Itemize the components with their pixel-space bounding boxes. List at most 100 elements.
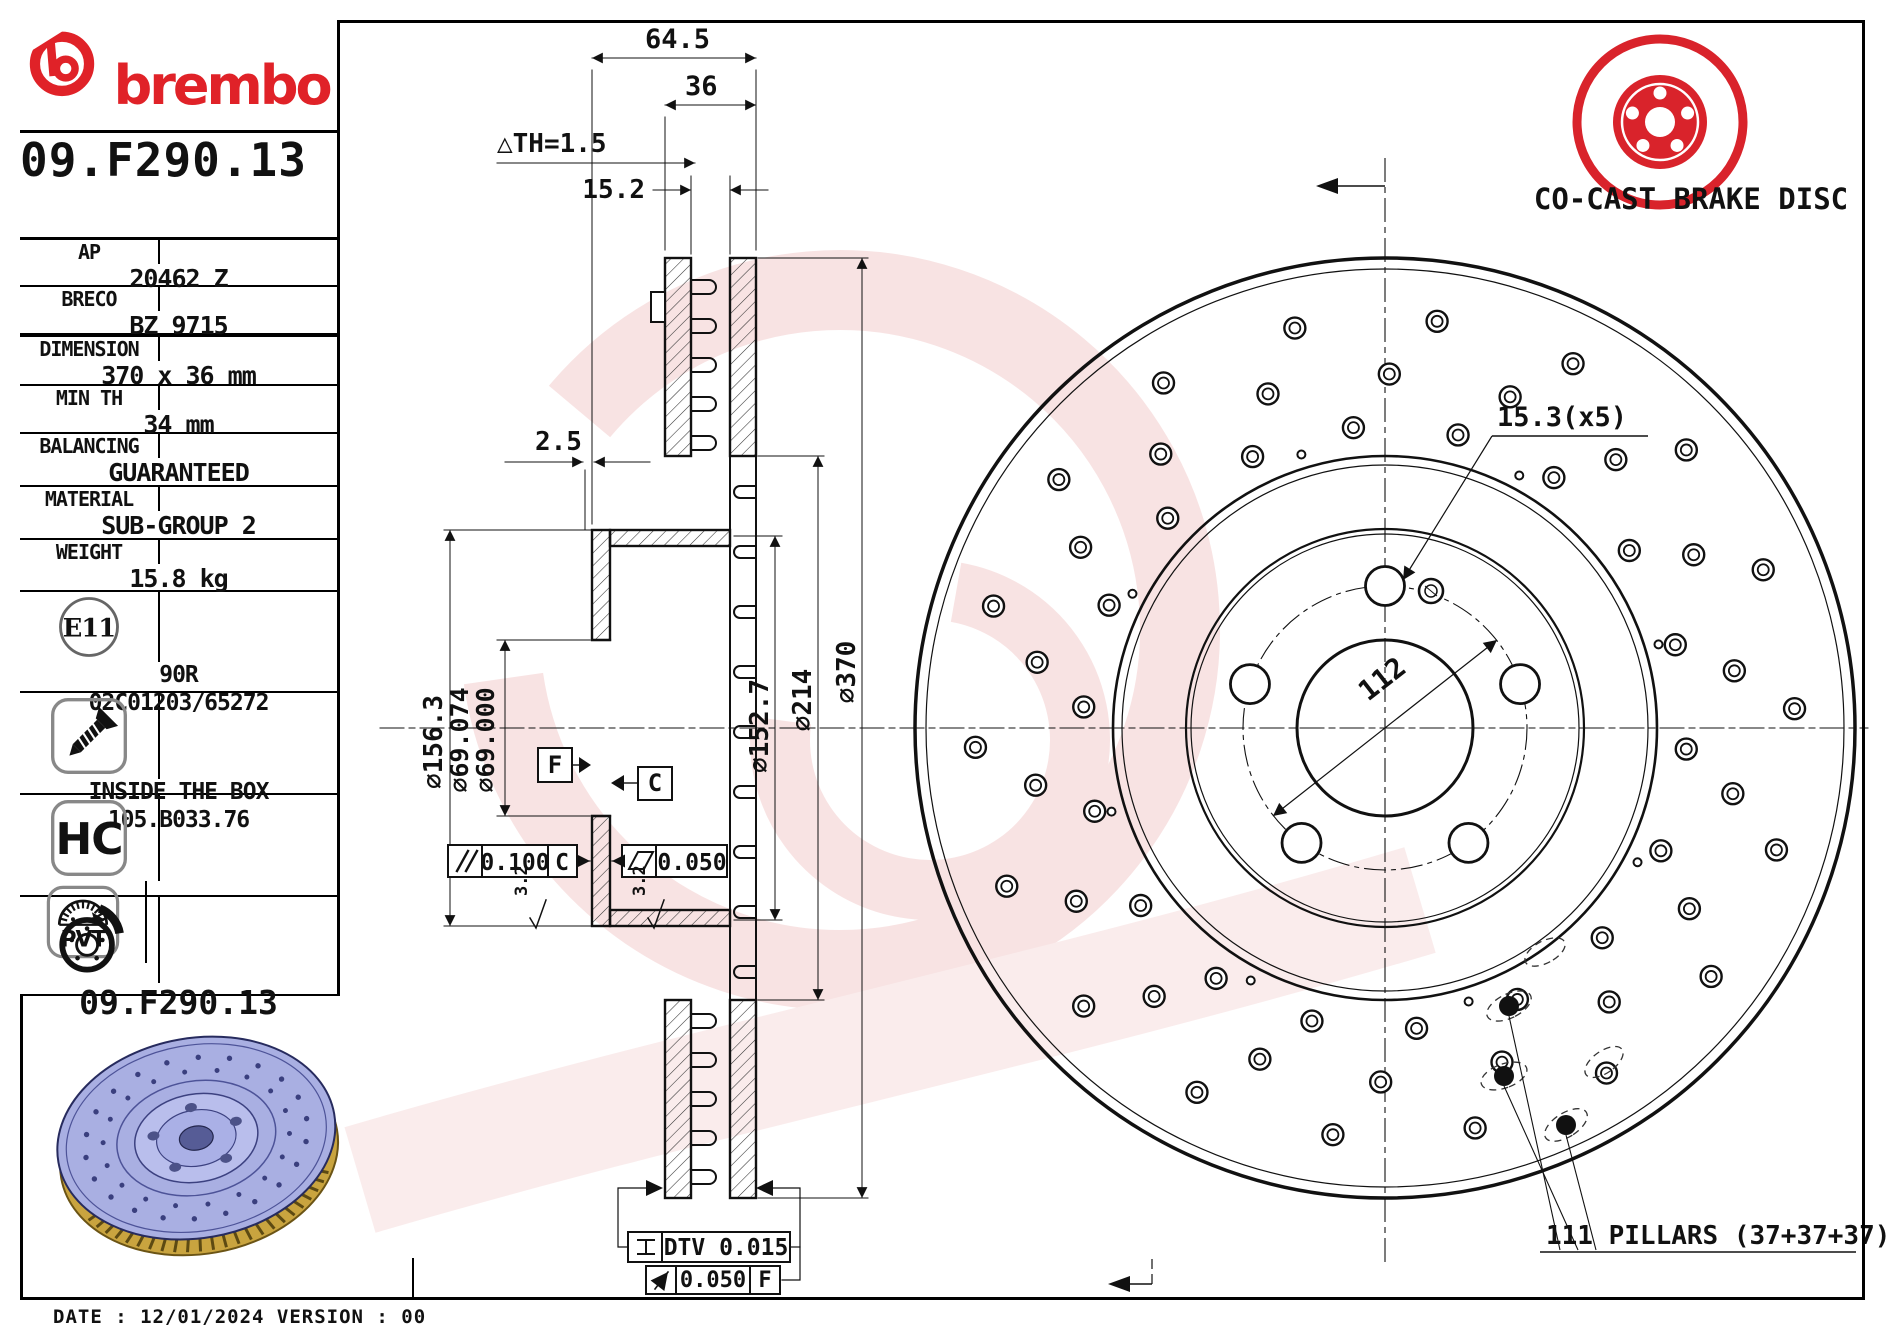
section-view: 64.5 36 △TH=1.5 15.2 2.5: [379, 24, 1869, 1295]
hc-badge-icon: HC: [51, 800, 127, 876]
photo-drill-holes: [83, 1054, 310, 1222]
runout-datum: F: [758, 1268, 771, 1293]
pillar-dots: [1494, 996, 1576, 1135]
spec-label: MIN TH: [20, 386, 160, 410]
wheel-bolt-holes: [1229, 565, 1541, 864]
runout-icon: [650, 1270, 670, 1292]
inside-box-title: INSIDE THE BOX: [88, 779, 270, 805]
dia-214-label: ⌀214: [788, 669, 818, 732]
dtv-runout-bracket: [617, 1180, 801, 1295]
dim-disc-width-label: 36: [685, 71, 718, 102]
dtv-icon: [637, 1239, 655, 1255]
pcd-dim-line: [1272, 639, 1498, 817]
dia-hat-label: ⌀156.3: [419, 695, 449, 789]
pillar-leaders: [1503, 1015, 1597, 1251]
dim-36: [664, 99, 757, 251]
dim-15-2-label: 15.2: [582, 175, 645, 205]
min-th-label: △TH=1.5: [497, 129, 607, 159]
e11-badge-label: E11: [63, 614, 115, 644]
dia-152-7-label: ⌀152.7: [745, 679, 775, 773]
spec-label: BALANCING: [20, 434, 160, 458]
finish-right-label: 3.2: [630, 865, 650, 896]
cocast-interface: [729, 455, 757, 1001]
brembo-logo-icon: [27, 20, 95, 97]
pcd-label: 112: [1352, 650, 1412, 707]
date-version: DATE : 12/01/2024 VERSION : 00: [53, 1306, 427, 1328]
spec-row: DIMENSION 370 x 36 mm: [20, 337, 337, 390]
spec-value: 370 x 36 mm: [101, 361, 257, 390]
hat-section: [590, 528, 732, 928]
screw-icon: [51, 698, 127, 774]
spec-label: MATERIAL: [20, 487, 160, 511]
parallelism-icon: [455, 849, 479, 873]
datum-f-label: F: [548, 751, 562, 779]
set-screw-hole: [1417, 577, 1445, 605]
ring-tab: [650, 291, 666, 323]
part-number-row: 09.F290.13: [20, 133, 337, 240]
badges-row: HC PVT: [20, 795, 337, 963]
spec-label: DIMENSION: [20, 337, 160, 361]
disc-caliper-icon: [59, 904, 124, 973]
product-photo: [56, 1035, 340, 1257]
finish-mark-right: [646, 899, 665, 930]
inside-box-code: 105.B033.76: [107, 806, 250, 833]
parallelism-datum: C: [555, 850, 569, 876]
e-mark-row: E11 90R 02C01203/65272: [20, 592, 337, 716]
flatness-icon: [627, 851, 655, 870]
e11-badge-icon: E11: [59, 597, 119, 657]
spec-value: 34 mm: [143, 410, 214, 439]
parallelism-value: 0.100: [480, 850, 549, 876]
drilled-holes: [963, 309, 1807, 1147]
spec-row: WEIGHT 15.8 kg: [20, 540, 337, 593]
spec-value: SUB-GROUP 2: [101, 511, 257, 540]
friction-rings: [663, 256, 758, 1200]
vane-hooks: [690, 279, 717, 451]
brand-header: brembo: [20, 20, 337, 133]
pillars-label: 111 PILLARS (37+37+37): [1546, 1221, 1890, 1251]
bolt-hole-label: 15.3(x5): [1497, 402, 1627, 433]
spec-panel: brembo 09.F290.13 AP 20462 Z BRECO BZ 97…: [20, 20, 340, 1022]
cut-arrow-bottom: [1108, 1254, 1153, 1292]
disc-circles: [913, 256, 1857, 1200]
spec-row: BRECO BZ 9715: [20, 287, 337, 340]
finish-left-label: 3.2: [512, 865, 532, 896]
parallelism-frame: [447, 844, 591, 878]
runout-value: 0.050: [680, 1268, 746, 1293]
cut-arrow-top: [1316, 178, 1385, 194]
dim-dia-214: [757, 455, 825, 1001]
co-cast-outer-ring-icon: [1572, 34, 1748, 210]
datum-c-label: C: [648, 769, 662, 797]
spec-row: MATERIAL SUB-GROUP 2: [20, 487, 337, 540]
vane-hooks: [690, 1013, 717, 1185]
front-view: 15.3(x5) 112 111 PILLARS (37: [913, 158, 1890, 1292]
dim-15-2: [652, 175, 769, 255]
photo-lug-holes: [147, 1102, 242, 1172]
finish-mark-left: [528, 899, 547, 930]
part-number: 09.F290.13: [20, 133, 307, 187]
dim-dia-370: [757, 257, 869, 1199]
dim-dia-152-7: [733, 535, 783, 921]
spec-label: BRECO: [20, 287, 160, 311]
e-mark-line1: 90R: [159, 662, 199, 688]
brand-wordmark: brembo: [113, 54, 333, 117]
co-cast-bolt-dots-icon: [1625, 86, 1695, 152]
spec-label: WEIGHT: [20, 540, 160, 564]
dim-dia-bore: [496, 639, 591, 817]
dia-bore-min-label: ⌀69.000: [471, 687, 500, 792]
spec-value: 15.8 kg: [129, 564, 228, 593]
bottom-part-number: 09.F290.13: [79, 983, 278, 1022]
spec-value: 20462 Z: [129, 264, 228, 293]
dia-370-label: ⌀370: [832, 641, 862, 704]
inside-box-row: INSIDE THE BOX 105.B033.76: [20, 693, 337, 833]
dtv-value: DTV 0.015: [664, 1235, 789, 1261]
dim-2-5-label: 2.5: [535, 427, 582, 457]
dia-bore-max-label: ⌀69.074: [445, 687, 474, 792]
datum-f: [537, 747, 591, 783]
co-cast-logo: [1572, 34, 1748, 210]
dim-overall-width-label: 64.5: [645, 24, 710, 55]
spec-value: BZ 9715: [129, 311, 228, 340]
spec-value: GUARANTEED: [108, 458, 250, 487]
